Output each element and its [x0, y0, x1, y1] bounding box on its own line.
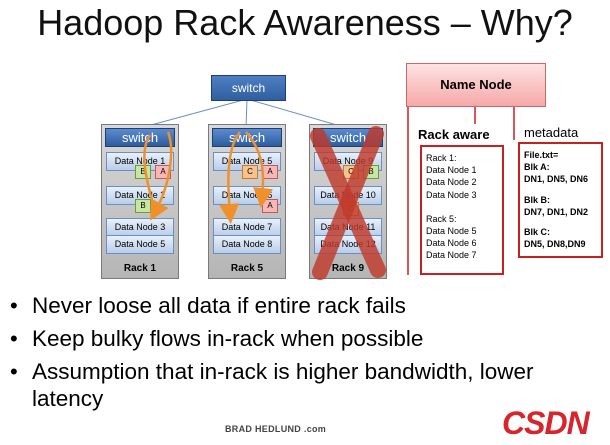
metadata-block-label: Blk C:	[524, 227, 551, 238]
rack-label: Rack 5	[230, 263, 264, 274]
metadata-block-label: Blk B:	[524, 194, 551, 205]
csdn-logo: CSDN	[502, 405, 590, 441]
slide-title: Hadoop Rack Awareness – Why?	[37, 2, 573, 43]
rack-aware-line: Data Node 3	[426, 189, 477, 200]
metadata-file: File.txt=	[524, 150, 559, 160]
replication-arrow	[219, 131, 241, 224]
metadata-block-label: Blk A:	[524, 162, 550, 173]
rack-switch: switch	[105, 128, 175, 147]
metadata-block-nodes: DN5, DN8,DN9	[524, 239, 586, 250]
rack-5: switch Data Node 5 Data Node 6 Data Node…	[208, 124, 286, 279]
bullet-item: • Assumption that in-rack is higher band…	[8, 358, 608, 412]
failure-x-icon	[312, 126, 384, 280]
rack-label: Rack 1	[123, 263, 157, 274]
author-credit: BRAD HEDLUND .com	[225, 424, 327, 434]
replication-arrow	[143, 134, 154, 201]
bullet-dot-icon: •	[10, 359, 18, 384]
rack-aware-line: Data Node 6	[426, 238, 477, 249]
rack-aware-line: Data Node 1	[426, 165, 477, 176]
replication-arrow	[150, 131, 173, 221]
bullet-text: Assumption that in-rack is higher bandwi…	[32, 359, 534, 411]
replication-arrow	[245, 131, 274, 208]
metadata-panel: File.txt= Blk A: DN1, DN5, DN6 Blk B: DN…	[518, 142, 603, 258]
rack-aware-line: Data Node 2	[426, 177, 477, 188]
metadata-block-nodes: DN7, DN1, DN2	[524, 206, 589, 217]
bullet-list: • Never loose all data if entire rack fa…	[8, 292, 608, 418]
rack-aware-panel: Rack 1: Data Node 1 Data Node 2 Data Nod…	[420, 145, 504, 275]
rack-aware-line: Data Node 5	[426, 226, 477, 237]
metadata-block-nodes: DN1, DN5, DN6	[524, 174, 589, 185]
rack-aware-title: Rack aware	[418, 127, 490, 142]
data-node: Data Node 5	[106, 235, 174, 254]
bullet-text: Never loose all data if entire rack fail…	[32, 293, 406, 318]
core-switch: switch	[211, 75, 286, 101]
bullet-dot-icon: •	[10, 293, 18, 318]
metadata-title: metadata	[524, 125, 579, 140]
block-c: C	[242, 165, 258, 179]
rack-aware-line: Rack 5:	[426, 213, 457, 224]
bullet-item: • Keep bulky flows in-rack when possible	[8, 325, 608, 352]
name-node: Name Node	[406, 63, 546, 107]
rack-label: Rack 9	[331, 263, 365, 274]
data-node: Data Node 8	[213, 235, 281, 254]
rack-aware-line: Rack 1:	[426, 153, 457, 163]
bullet-item: • Never loose all data if entire rack fa…	[8, 292, 608, 319]
block-a: A	[155, 165, 171, 179]
bullet-text: Keep bulky flows in-rack when possible	[32, 326, 424, 351]
rack-aware-line: Data Node 7	[426, 250, 477, 261]
bullet-dot-icon: •	[10, 326, 18, 351]
